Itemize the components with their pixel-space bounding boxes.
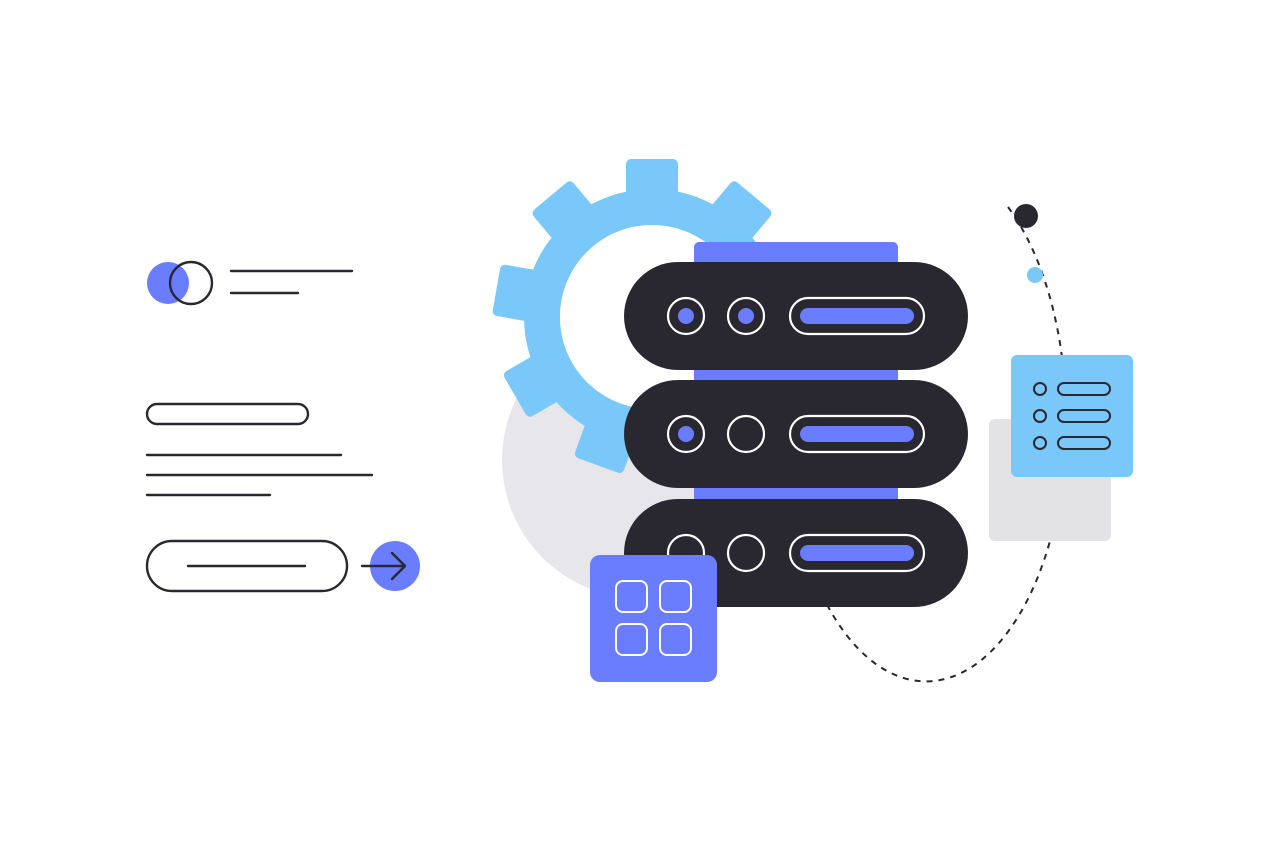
server-slot bbox=[788, 296, 926, 336]
arrow-right-icon[interactable] bbox=[360, 541, 420, 591]
server-slot bbox=[788, 533, 926, 573]
server-slot bbox=[788, 414, 926, 454]
grid-apps-icon[interactable] bbox=[590, 555, 717, 682]
server-light-1 bbox=[666, 296, 706, 336]
input-field-outline[interactable] bbox=[145, 402, 310, 426]
toggle-icon bbox=[147, 260, 214, 306]
server-light-2 bbox=[726, 414, 766, 454]
server-unit-1 bbox=[624, 262, 968, 370]
server-unit-2 bbox=[624, 380, 968, 488]
server-light-1 bbox=[666, 414, 706, 454]
orbit-dot-icon bbox=[1014, 204, 1038, 228]
checklist-icon[interactable] bbox=[1011, 355, 1133, 477]
submit-button[interactable] bbox=[145, 539, 349, 593]
server-light-2 bbox=[726, 296, 766, 336]
server-light-2 bbox=[726, 533, 766, 573]
server-rack-icon bbox=[624, 242, 968, 607]
form-wireframe bbox=[145, 260, 420, 593]
orbit-path bbox=[785, 206, 1067, 683]
orbit-dot-small bbox=[1027, 267, 1043, 283]
